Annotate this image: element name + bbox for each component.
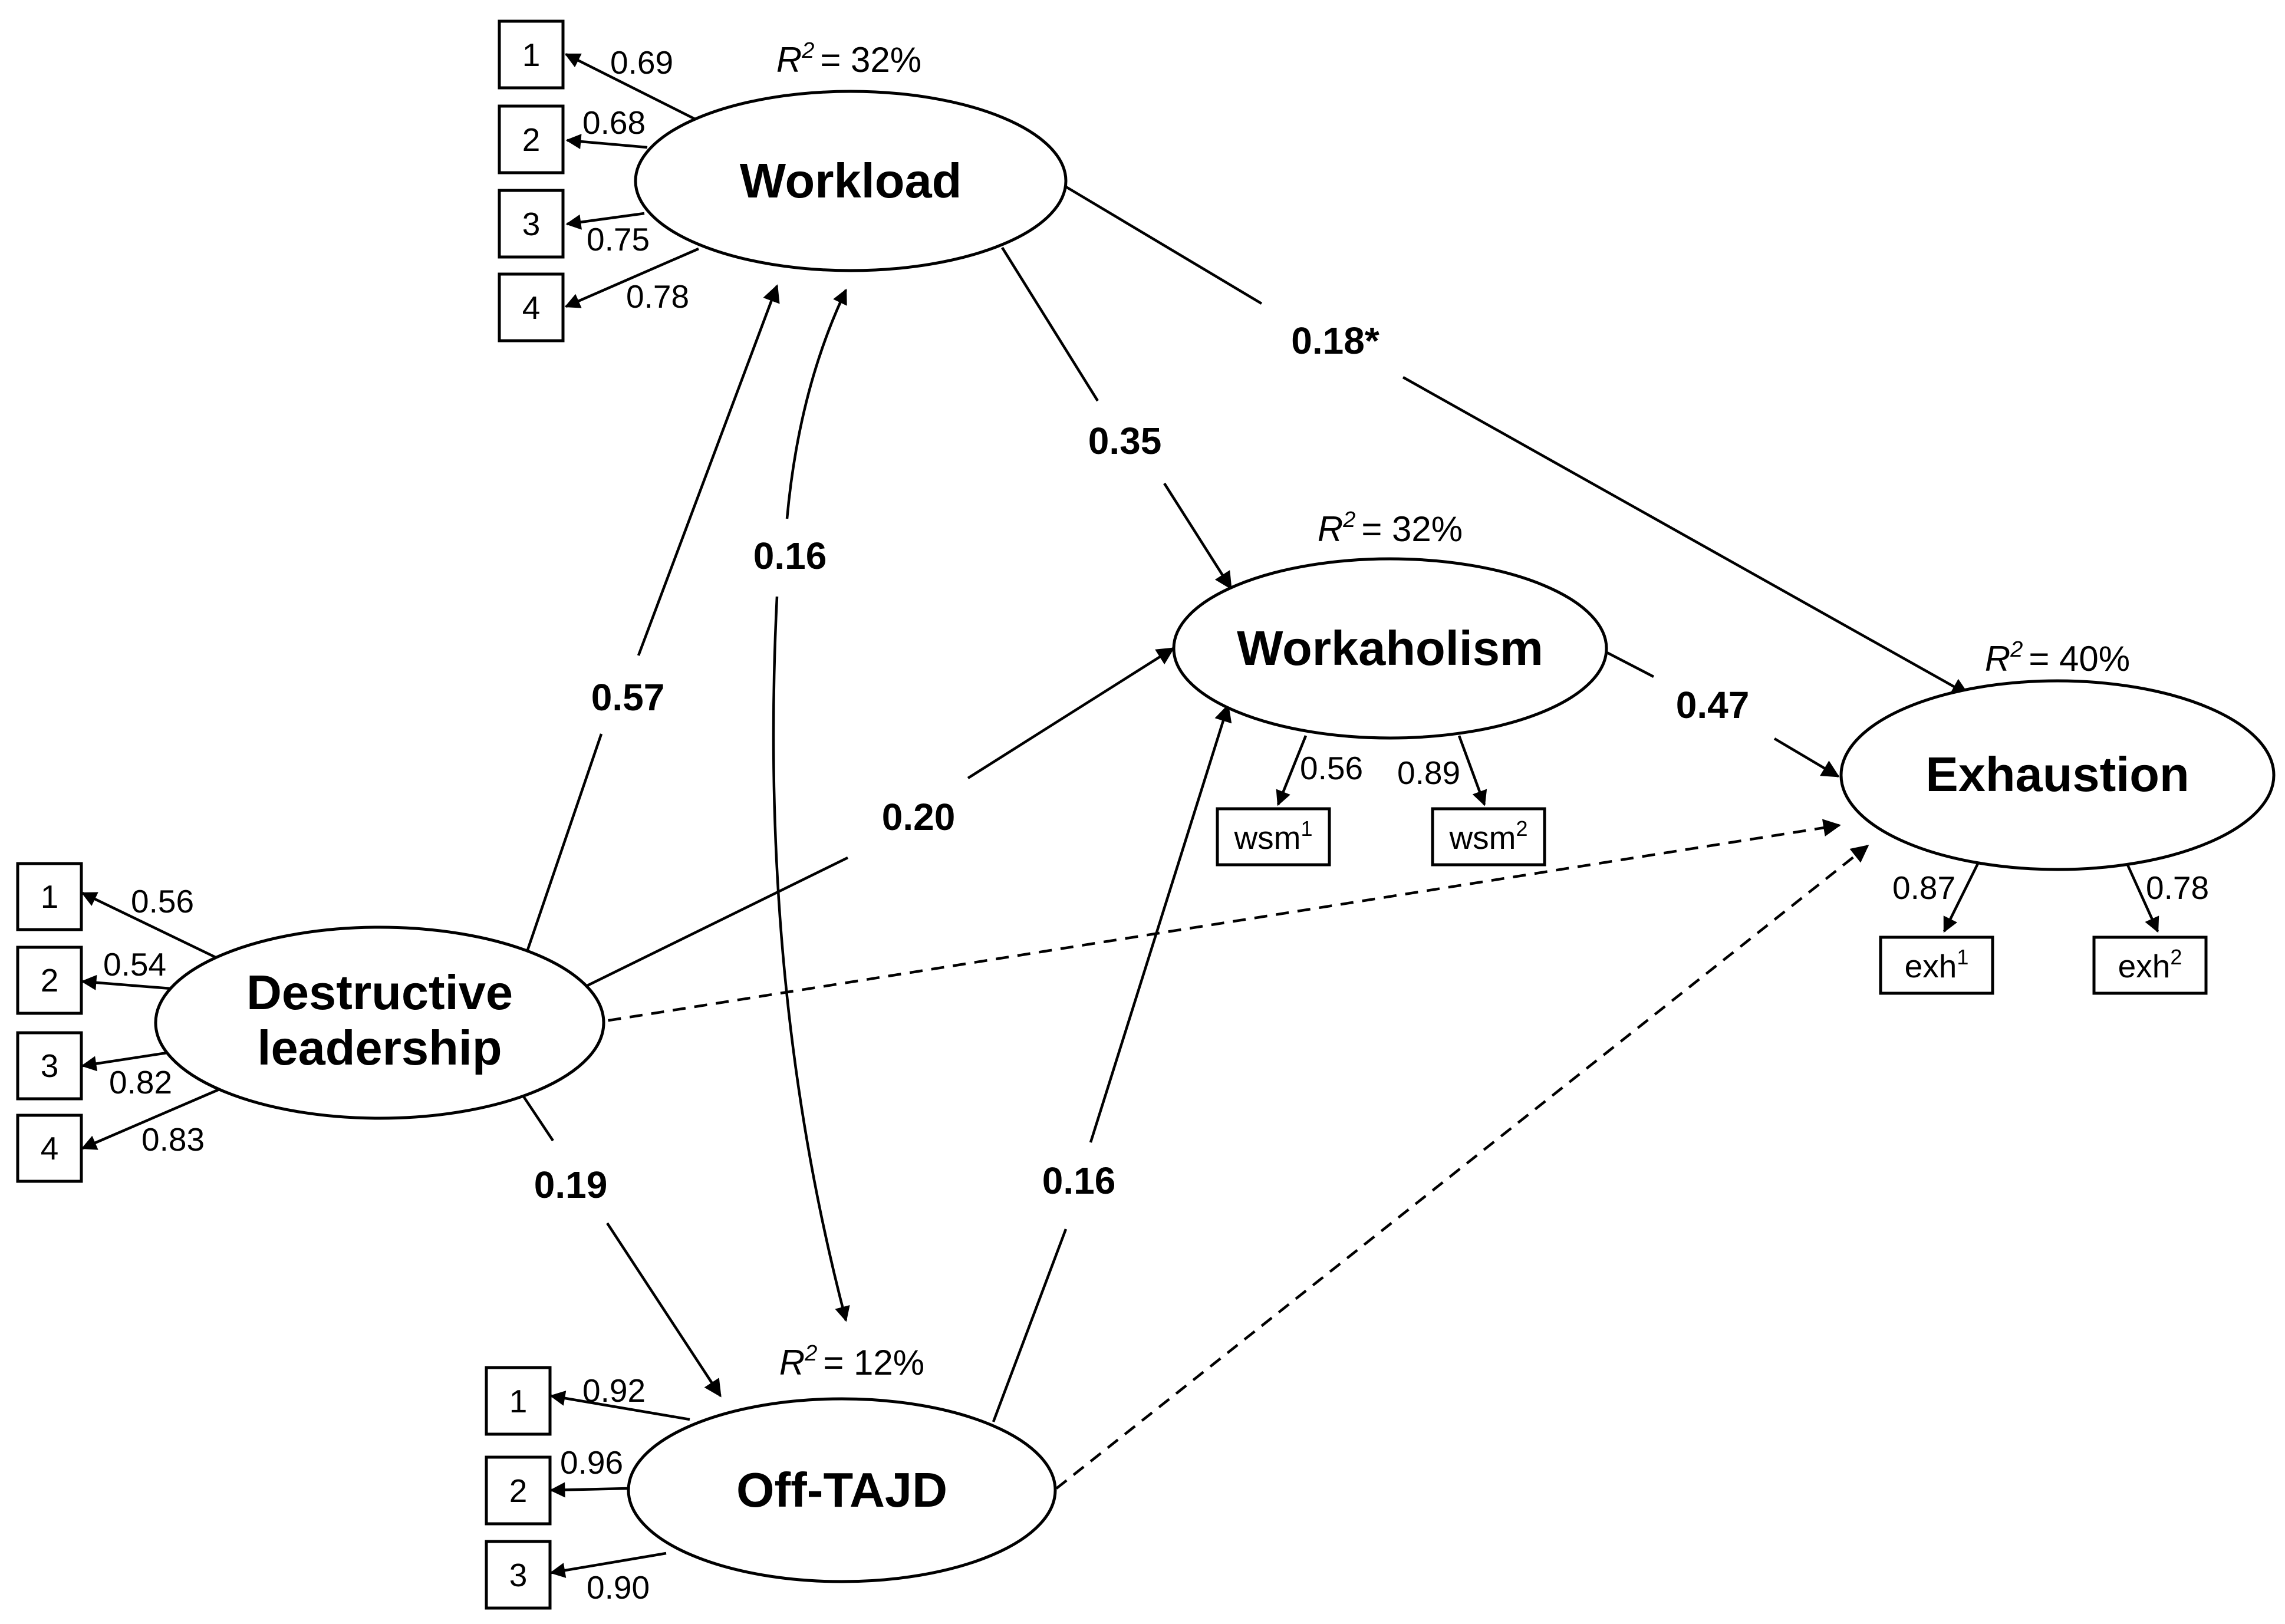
loading-arrow-workload-4 [564, 247, 699, 308]
loading-destructive-2: 0.54 [103, 946, 166, 983]
loading-labels: 0.69 0.68 0.75 0.78 0.56 0.54 0.82 0.83 … [103, 44, 2209, 1606]
loading-arrow-destructive-4 [81, 1088, 220, 1150]
path-workaholism-exhaustion-arrow [1773, 737, 1840, 778]
path-destructive-offtajd-arrow [606, 1222, 722, 1398]
path-workload-exhaustion-arrow [1402, 376, 1970, 696]
path-destructive-workaholism-arrow [967, 647, 1175, 779]
latent-label-destructive-line1: Destructive [246, 965, 513, 1020]
covariance-workload-offtajd-upper [785, 288, 848, 519]
loading-exhaustion-1: 0.87 [1892, 869, 1955, 906]
loading-arrow-workload-2 [565, 134, 648, 150]
latent-workaholism: Workaholism [1172, 557, 1608, 740]
item-offtajd-1: 1 [509, 1383, 528, 1419]
indicators-workload: 1 2 3 4 [498, 19, 565, 342]
item-destructive-3: 3 [41, 1047, 59, 1084]
item-workload-3: 3 [522, 206, 541, 242]
item-offtajd-3: 3 [509, 1557, 528, 1593]
loading-arrow-offtajd-2 [549, 1482, 628, 1498]
r2-off-tajd: R2= 12% [779, 1341, 924, 1382]
path-offtajd-exhaustion-dashed [1055, 845, 1869, 1490]
item-offtajd-2: 2 [509, 1473, 528, 1509]
loading-offtajd-3: 0.90 [587, 1569, 650, 1606]
loading-arrow-workload-3 [565, 212, 645, 230]
latent-off-tajd: Off-TAJD [627, 1397, 1057, 1583]
latent-label-workaholism: Workaholism [1237, 621, 1543, 676]
loading-workload-2: 0.68 [582, 104, 646, 141]
item-workload-1: 1 [522, 37, 541, 73]
loading-workload-4: 0.78 [626, 278, 689, 315]
path-workload-workaholism-arrow [1163, 482, 1232, 590]
covariance-workload-offtajd-lower [772, 596, 850, 1322]
loading-arrow-workaholism-2 [1457, 735, 1487, 806]
coef-workload-workaholism: 0.35 [1088, 420, 1162, 462]
loading-arrow-workload-1 [564, 52, 700, 123]
item-workload-2: 2 [522, 121, 541, 158]
path-workload-workaholism [1001, 246, 1099, 402]
item-destructive-1: 1 [41, 878, 59, 915]
r2-workaholism: R2= 32% [1318, 508, 1463, 549]
loading-destructive-3: 0.82 [109, 1064, 172, 1101]
latent-label-destructive-line2: leadership [257, 1020, 502, 1075]
item-destructive-2: 2 [41, 962, 59, 999]
loading-workload-3: 0.75 [587, 221, 650, 258]
loading-arrow-destructive-1 [81, 891, 220, 961]
loading-destructive-1: 0.56 [131, 883, 194, 920]
loading-workaholism-2: 0.89 [1397, 755, 1460, 791]
item-exh-1: exh1 [1905, 945, 1969, 984]
loading-arrow-workaholism-1 [1276, 735, 1308, 806]
coef-covariance-workload-offtajd: 0.16 [753, 535, 827, 577]
loading-arrow-exhaustion-1 [1942, 863, 1980, 933]
loading-arrow-exhaustion-2 [2125, 863, 2159, 933]
path-destructive-workload [522, 733, 603, 963]
loading-offtajd-2: 0.96 [560, 1444, 623, 1481]
path-coefficients: 0.18* 0.35 0.16 0.57 0.20 0.47 0.19 0.16 [534, 319, 1750, 1206]
latent-workload: Workload [634, 90, 1068, 272]
latent-destructive-leadership: Destructive leadership [154, 925, 605, 1120]
path-destructive-exhaustion-dashed [586, 819, 1841, 1026]
item-exh-2: exh2 [2118, 945, 2182, 984]
path-workaholism-exhaustion [1604, 650, 1655, 678]
coef-workload-exhaustion: 0.18* [1291, 319, 1379, 362]
coef-offtajd-workaholism: 0.16 [1042, 1159, 1116, 1202]
loading-arrow-offtajd-3 [549, 1551, 667, 1578]
structural-paths [518, 185, 1970, 1490]
loading-destructive-4: 0.83 [141, 1121, 205, 1158]
latent-exhaustion: Exhaustion [1839, 679, 2276, 871]
coef-destructive-workaholism: 0.20 [882, 796, 956, 838]
loading-exhaustion-2: 0.78 [2146, 869, 2209, 906]
path-workload-exhaustion [1063, 185, 1263, 305]
item-destructive-4: 4 [41, 1130, 59, 1167]
item-workload-4: 4 [522, 289, 541, 326]
latent-label-off-tajd: Off-TAJD [736, 1462, 947, 1517]
indicators-workaholism: wsm1 wsm2 [1216, 807, 1546, 867]
coef-destructive-offtajd: 0.19 [534, 1164, 608, 1206]
path-destructive-workload-arrow [637, 284, 780, 656]
item-wsm-1: wsm1 [1233, 816, 1312, 856]
coef-workaholism-exhaustion: 0.47 [1676, 684, 1750, 726]
indicators-exhaustion: exh1 exh2 [1879, 935, 2208, 995]
latent-label-workload: Workload [740, 153, 962, 208]
path-destructive-workaholism [583, 856, 848, 989]
measurement-paths [81, 52, 2159, 1578]
path-offtajd-workaholism [992, 1228, 1068, 1422]
loading-arrow-offtajd-1 [549, 1391, 690, 1421]
r2-exhaustion: R2= 40% [1985, 637, 2130, 678]
indicators-off-tajd: 1 2 3 [485, 1366, 552, 1610]
loading-workload-1: 0.69 [610, 44, 673, 81]
path-destructive-offtajd [518, 1088, 554, 1142]
item-wsm-2: wsm2 [1448, 816, 1527, 856]
r-squared-labels: R2= 32% R2= 32% R2= 40% R2= 12% [776, 38, 2130, 1382]
latent-label-exhaustion: Exhaustion [1925, 747, 2189, 802]
indicators-destructive: 1 2 3 4 [16, 862, 83, 1183]
loading-workaholism-1: 0.56 [1300, 750, 1363, 786]
loading-arrow-destructive-3 [81, 1050, 172, 1072]
loading-arrow-destructive-2 [81, 974, 172, 990]
coef-destructive-workload: 0.57 [591, 676, 665, 719]
loading-offtajd-1: 0.92 [582, 1372, 646, 1409]
path-offtajd-workaholism-arrow [1089, 704, 1232, 1143]
r2-workload: R2= 32% [776, 38, 921, 80]
